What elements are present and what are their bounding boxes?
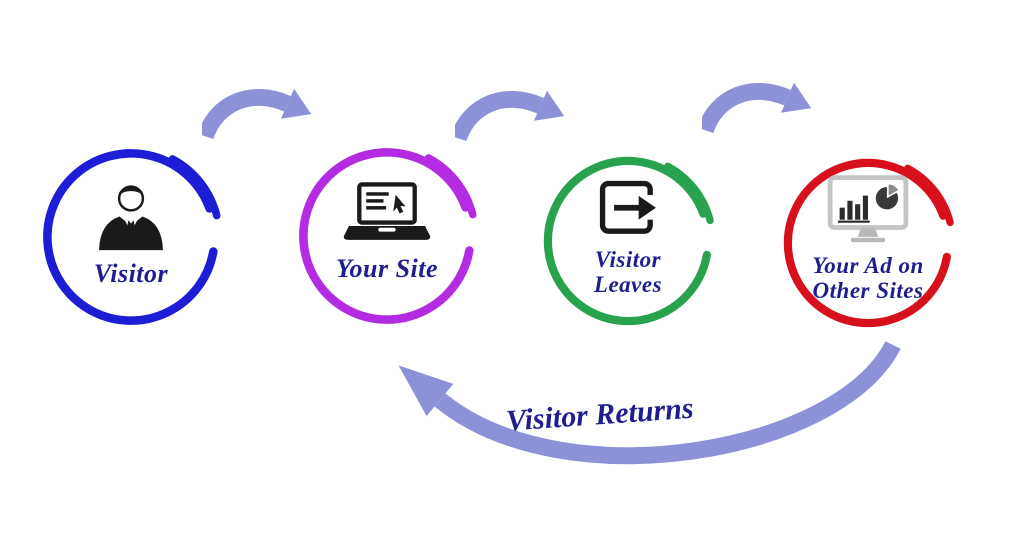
- step-your-ad-on-other-sites: Your Ad on Other Sites: [777, 152, 959, 334]
- step-label-your-ad: Your Ad on Other Sites: [812, 252, 924, 304]
- visitor-ring: [43, 149, 221, 325]
- businessman-icon: [99, 185, 163, 250]
- return-arrow-label: Visitor Returns: [505, 391, 695, 438]
- step-label-your-site: Your Site: [336, 255, 438, 283]
- step-label-line: Other Sites: [812, 277, 924, 303]
- flow-arrow-3: [702, 82, 812, 134]
- laptop-site-icon: [343, 182, 431, 240]
- step-label-visitor: Visitor: [94, 260, 168, 288]
- your-site-ring: [299, 148, 477, 324]
- ad-analytics-monitor-icon: [827, 174, 909, 242]
- flow-arrow-2: [455, 90, 565, 142]
- step-visitor-leaves: Visitor Leaves: [537, 150, 719, 332]
- step-your-site: Your Site: [292, 141, 482, 331]
- exit-arrow-icon: [599, 180, 656, 234]
- step-label-line: Visitor: [594, 246, 662, 272]
- visitor-leaves-ring: [543, 156, 714, 326]
- step-label-visitor-leaves: Visitor Leaves: [593, 246, 663, 298]
- step-label-line: Visitor: [93, 259, 169, 289]
- step-label-line: Your Ad on: [812, 252, 924, 278]
- your-ad-ring: [783, 158, 954, 328]
- step-label-line: Leaves: [593, 271, 663, 297]
- step-label-line: Your Site: [335, 254, 439, 284]
- flow-arrow-1: [202, 88, 312, 140]
- step-visitor: Visitor: [36, 142, 226, 332]
